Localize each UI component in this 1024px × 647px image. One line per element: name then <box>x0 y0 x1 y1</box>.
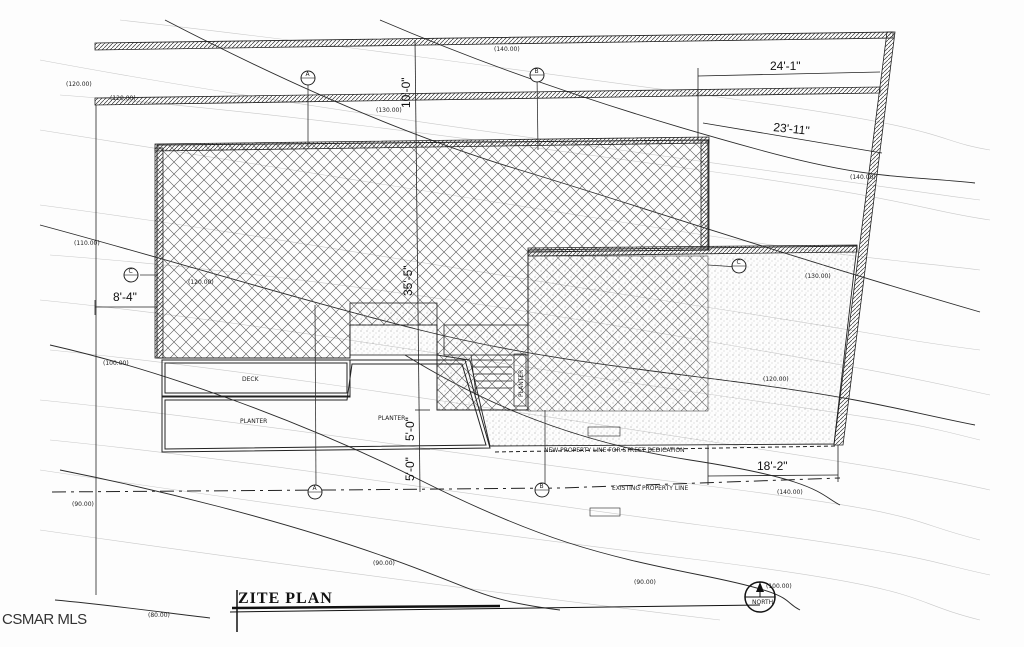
north-arrow-icon <box>756 582 764 592</box>
svg-text:(140.00): (140.00) <box>850 174 876 181</box>
svg-text:C: C <box>737 259 741 266</box>
dimension-labels: 24'-1" 23'-11" 8'-4" 35'-5" 10'-0" 5'-0"… <box>113 59 810 481</box>
planter-vertical-label: PLANTER <box>518 370 525 397</box>
plan-title: ZITE PLAN <box>238 590 333 607</box>
svg-text:(90.00): (90.00) <box>373 560 395 567</box>
svg-text:(80.00): (80.00) <box>148 612 170 619</box>
svg-text:A: A <box>306 71 311 78</box>
dim-front-setback-top: 10'-0" <box>399 77 413 108</box>
dim-front-setback-low: 5'-0" <box>403 457 417 481</box>
svg-text:A: A <box>313 485 318 492</box>
dim-right-setback: 23'-11" <box>773 120 811 138</box>
planter-mid-label: PLANTER <box>378 415 405 422</box>
svg-text:(140.00): (140.00) <box>494 46 520 53</box>
deck-planters <box>161 359 491 453</box>
property-lines <box>94 31 896 446</box>
section-marker-b-bottom: B <box>534 482 550 498</box>
svg-text:B: B <box>540 483 544 490</box>
svg-text:(110.00): (110.00) <box>74 240 100 247</box>
svg-text:(130.00): (130.00) <box>376 107 402 114</box>
svg-text:(100.00): (100.00) <box>766 583 792 590</box>
contour-labels: (140.00) (140.00) (140.00) (130.00) (130… <box>66 46 876 619</box>
dim-front-setback-mid: 5'-0" <box>403 417 417 441</box>
svg-text:(120.00): (120.00) <box>66 81 92 88</box>
stairs <box>470 353 527 407</box>
svg-text:(120.00): (120.00) <box>763 376 789 383</box>
spot-tags <box>587 426 621 517</box>
svg-text:B: B <box>535 68 539 75</box>
svg-text:(90.00): (90.00) <box>72 501 94 508</box>
north-label: NORTH <box>752 599 773 606</box>
svg-text:C: C <box>129 268 133 275</box>
section-marker-b-top: B <box>529 67 545 83</box>
planter-left-label: PLANTER <box>240 418 267 425</box>
svg-text:(100.00): (100.00) <box>103 360 129 367</box>
dim-right-front: 18'-2" <box>757 459 788 473</box>
dim-top-setback: 24'-1" <box>770 59 801 73</box>
north-arrow: NORTH <box>744 581 776 613</box>
plan-title-block: ZITE PLAN <box>229 590 761 632</box>
area-labels: DECK PLANTER PLANTER PLANTER NEW PROPERT… <box>240 370 688 492</box>
svg-text:(120.00): (120.00) <box>110 95 136 102</box>
dimension-lines <box>94 39 883 595</box>
mls-watermark: CSMAR MLS <box>2 611 87 628</box>
dim-building-depth: 35'-5" <box>401 265 415 296</box>
svg-text:(130.00): (130.00) <box>805 273 831 280</box>
paved-area <box>349 244 858 447</box>
svg-text:(120.00): (120.00) <box>188 279 214 286</box>
existing-property-line-label: EXISTING PROPERTY LINE <box>612 485 688 492</box>
section-marker-a-top: A <box>300 70 316 86</box>
section-marker-a-bottom: A <box>307 484 323 500</box>
deck-label: DECK <box>242 376 260 383</box>
section-marker-c-right: C <box>731 258 747 274</box>
existing-property-line <box>51 445 841 493</box>
building-footprint <box>154 136 710 411</box>
dim-left-setback: 8'-4" <box>113 290 137 304</box>
section-marker-c-left: C <box>123 267 139 283</box>
svg-text:(140.00): (140.00) <box>777 489 803 496</box>
section-markers: A A B B C C <box>123 67 747 500</box>
new-property-line-label: NEW PROPERTY LINE FOR STREET DEDICATION <box>544 447 685 454</box>
section-lines <box>140 73 739 489</box>
svg-text:(90.00): (90.00) <box>634 579 656 586</box>
